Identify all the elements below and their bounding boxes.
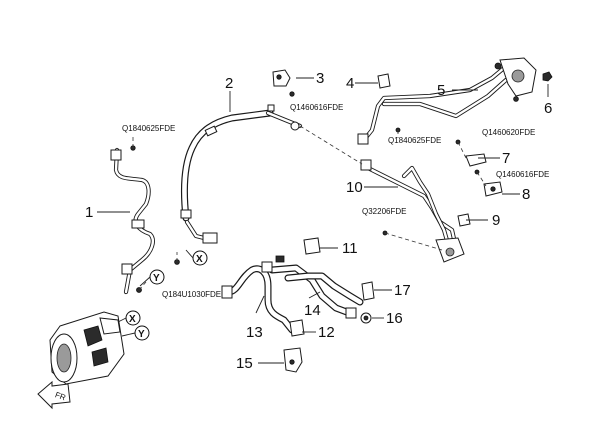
part-10-evaporator-line — [360, 159, 465, 263]
dashed-connectors — [132, 125, 487, 291]
part-3-clamp — [272, 69, 295, 97]
callout-1: 1 — [85, 204, 93, 221]
callout-16: 16 — [386, 310, 403, 327]
callout-14: 14 — [304, 302, 321, 319]
callout-9: 9 — [492, 212, 500, 229]
callout-11: 11 — [342, 240, 358, 257]
front-arrow: FR — [37, 380, 71, 410]
part-5-liquid-pipe — [357, 57, 537, 145]
part-17-clip — [361, 281, 375, 301]
code-q32206: Q32206FDE — [362, 207, 406, 216]
callout-8: 8 — [522, 186, 530, 203]
callout-5: 5 — [437, 82, 445, 99]
callout-17: 17 — [394, 282, 411, 299]
leader-lines — [97, 77, 549, 364]
part-8-bracket — [483, 181, 503, 197]
code-q1460620: Q1460620FDE — [482, 128, 535, 137]
callout-2: 2 — [225, 75, 233, 92]
code-q1460616-right: Q1460616FDE — [496, 170, 549, 179]
callout-13: 13 — [246, 324, 263, 341]
callout-15: 15 — [236, 355, 253, 372]
part-1-suction-hose — [110, 147, 155, 295]
part-14-pipe — [261, 261, 364, 319]
part-15-bracket — [283, 347, 303, 373]
front-arrow-label: FR — [54, 390, 67, 402]
reference-markers: X Y X Y — [117, 249, 208, 341]
code-q1460616-top: Q1460616FDE — [290, 103, 343, 112]
part-4-clip — [377, 73, 391, 89]
part-11-clip — [275, 237, 321, 263]
part-16-oring — [360, 312, 372, 324]
part-code-labels: Q1840625FDE Q1460616FDE Q1840625FDE Q146… — [122, 103, 549, 299]
part-7-bracket — [465, 153, 487, 167]
part-13-pipe — [221, 265, 296, 334]
callout-12: 12 — [318, 324, 335, 341]
marker-x-upper: X — [196, 254, 203, 265]
part-2-discharge-hose — [180, 104, 303, 244]
compressor — [49, 311, 125, 385]
callout-6: 6 — [544, 100, 552, 117]
marker-x-compressor: X — [129, 314, 136, 325]
callout-10: 10 — [346, 179, 363, 196]
code-q1840625-left: Q1840625FDE — [122, 124, 175, 133]
part-6-nut — [542, 71, 553, 82]
callout-3: 3 — [316, 70, 324, 87]
marker-y-upper: Y — [153, 273, 160, 284]
marker-y-compressor: Y — [138, 329, 145, 340]
code-q184u1030: Q184U1030FDE — [162, 290, 221, 299]
callout-numbers: 1 2 3 4 5 6 7 8 9 10 11 12 13 14 15 16 1… — [85, 70, 552, 372]
code-q1840625-mid: Q1840625FDE — [388, 136, 441, 145]
part-9-clip — [457, 213, 471, 227]
callout-4: 4 — [346, 75, 354, 92]
callout-7: 7 — [502, 150, 510, 167]
part-12-clamp — [289, 319, 305, 337]
